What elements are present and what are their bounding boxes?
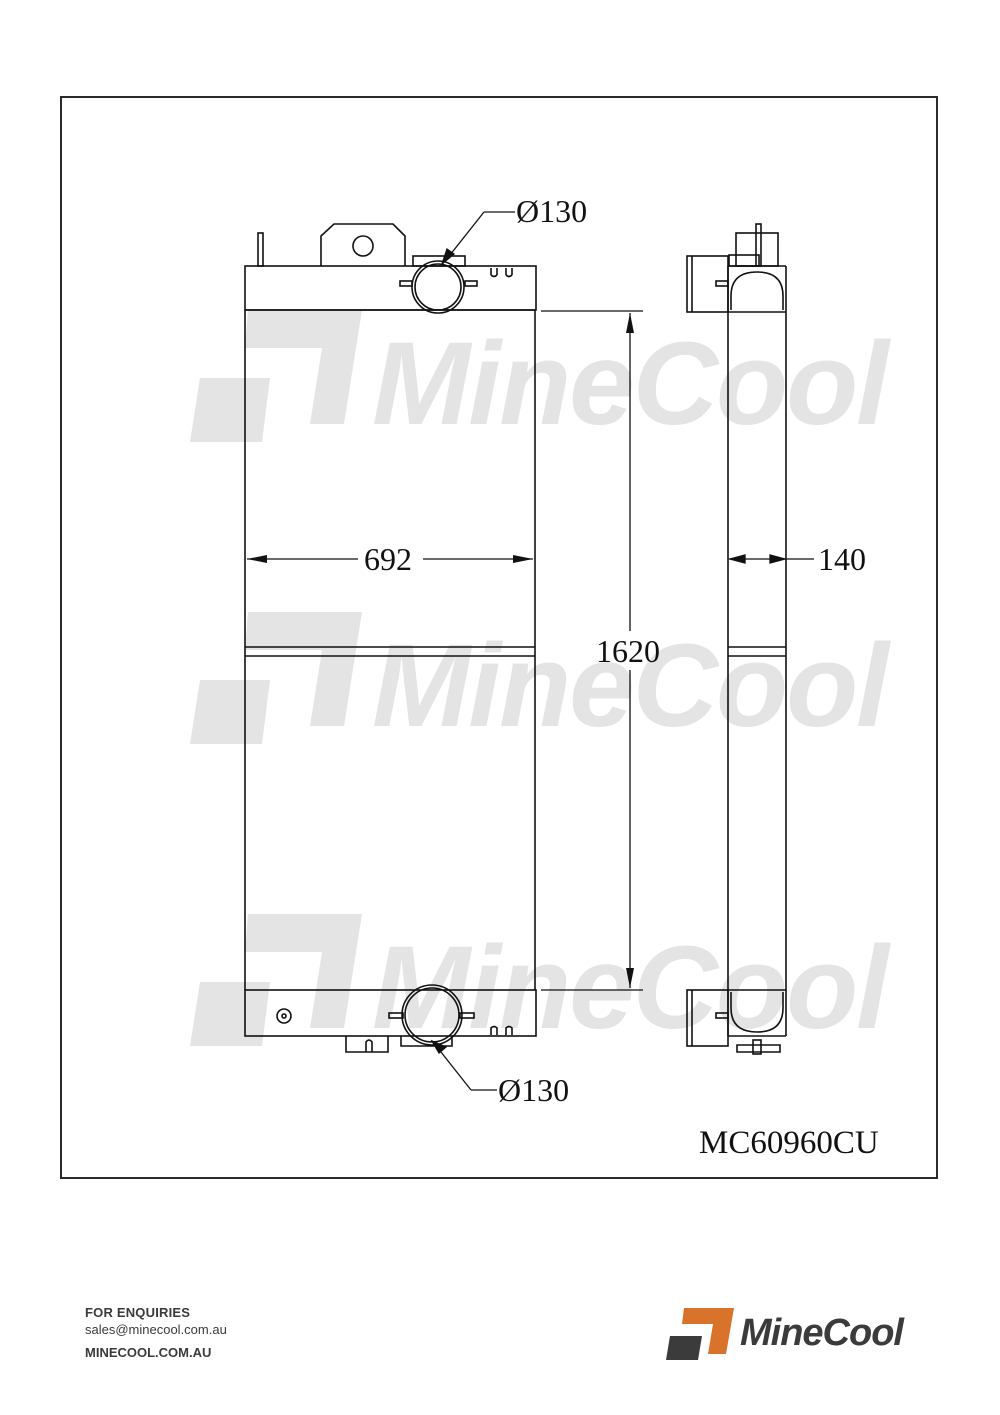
- front-view: [244, 223, 537, 1053]
- brand-name: MineCool: [740, 1312, 904, 1354]
- enquiries-label: FOR ENQUIRIES: [85, 1305, 191, 1320]
- side-view: [686, 223, 787, 1055]
- footer-contact: FOR ENQUIRIES sales@minecool.com.au MINE…: [85, 1305, 227, 1360]
- watermark-text: MineCool: [372, 922, 891, 1054]
- watermark-text: MineCool: [372, 620, 891, 752]
- top-outlet-diameter-label: Ø130: [516, 193, 587, 229]
- watermark-bottom: MineCool: [190, 914, 893, 1054]
- core-width-label: 692: [364, 541, 412, 577]
- part-number: MC60960CU: [699, 1125, 879, 1161]
- bottom-outlet-diameter-label: Ø130: [498, 1072, 569, 1108]
- website-link[interactable]: MINECOOL.COM.AU: [85, 1345, 212, 1360]
- watermark-text: MineCool: [372, 318, 891, 450]
- overall-height-label: 1620: [596, 633, 660, 669]
- drawing-border: [60, 96, 938, 1179]
- brand-logo: MineCool: [664, 1306, 924, 1364]
- dimension-lines: [247, 211, 814, 1091]
- depth-label: 140: [818, 541, 866, 577]
- watermark-middle: MineCool: [190, 612, 893, 752]
- watermark-top: MineCool: [190, 310, 893, 450]
- logo-mark-icon: [666, 1308, 734, 1360]
- email-link[interactable]: sales@minecool.com.au: [85, 1322, 227, 1337]
